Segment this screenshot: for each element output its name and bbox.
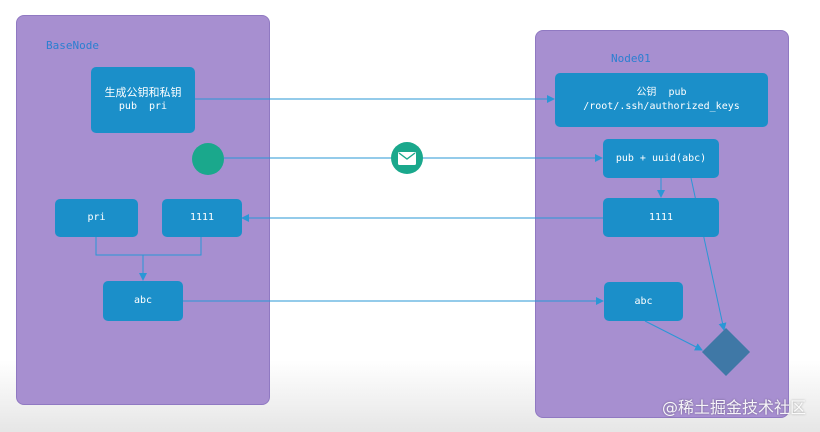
basenode-title: BaseNode — [46, 39, 99, 52]
abc-label-left: abc — [133, 295, 153, 306]
pubkey-box: 公钥 pub /root/.ssh/authorized_keys — [555, 73, 768, 127]
abc-box-left: abc — [103, 281, 183, 321]
pubkey-label: 公钥 pub — [636, 87, 687, 98]
abc-label-right: abc — [634, 295, 653, 307]
abc-box-right: abc — [604, 282, 683, 321]
uuid-label: pub + uuid(abc) — [615, 152, 707, 164]
num-box-right: 1111 — [603, 198, 719, 237]
keygen-label: 生成公钥和私钥 — [104, 86, 182, 99]
num-label-left: 1111 — [189, 212, 215, 223]
uuid-box: pub + uuid(abc) — [603, 139, 719, 178]
node01-title: Node01 — [611, 52, 651, 65]
envelope-icon — [398, 151, 416, 165]
keygen-keys: pub pri — [118, 101, 168, 112]
num-label-right: 1111 — [648, 211, 674, 223]
token-circle — [192, 143, 224, 175]
pri-label: pri — [87, 212, 106, 223]
authorized-keys-path: /root/.ssh/authorized_keys — [583, 101, 740, 112]
keygen-box: 生成公钥和私钥 pub pri — [91, 67, 195, 133]
watermark: @稀土掘金技术社区 — [661, 398, 806, 417]
message-badge — [391, 142, 423, 174]
pri-box: pri — [55, 199, 138, 237]
num-box-left: 1111 — [162, 199, 242, 237]
arrow-abc-to-diamond — [644, 320, 703, 351]
merge-pri-1111 — [95, 237, 202, 256]
